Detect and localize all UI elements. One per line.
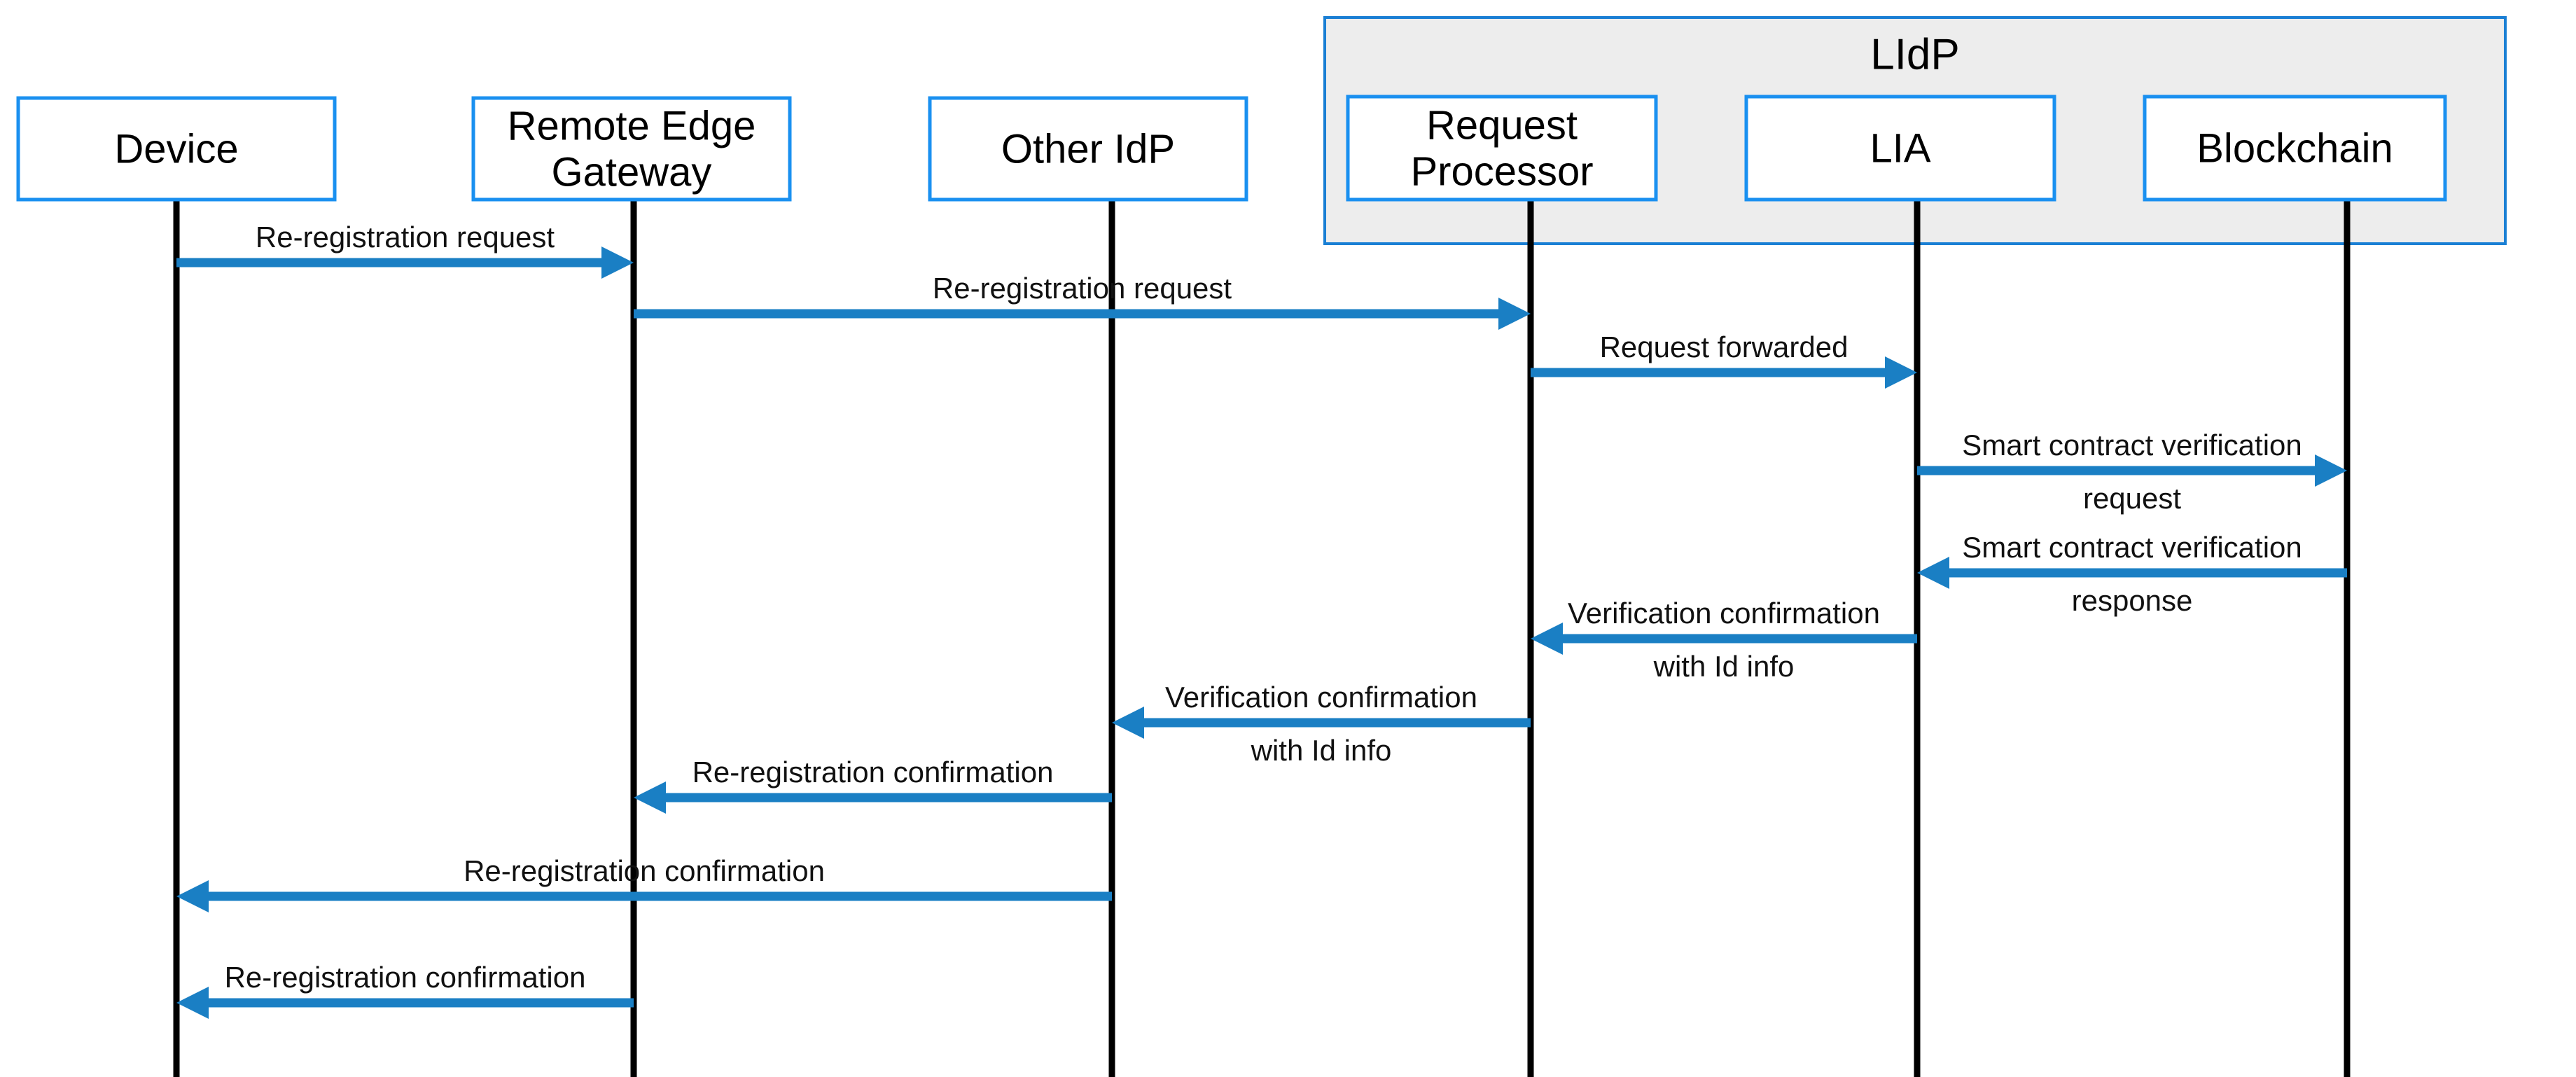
actor-box-otheridp xyxy=(928,96,1248,202)
message-label: Request forwarded xyxy=(1600,331,1849,363)
message-label: Re-registration request xyxy=(933,272,1232,305)
message-label: Verification confirmation xyxy=(1568,597,1880,630)
message-label: Smart contract verification xyxy=(1962,531,2302,564)
actor-box-device xyxy=(16,96,337,202)
message-2[interactable]: Re-registration request xyxy=(634,272,1531,330)
message-label: Re-registration confirmation xyxy=(464,854,825,887)
message-arrow-head xyxy=(1917,557,1949,589)
actor-label-otheridp: Other IdP xyxy=(1001,127,1175,172)
message-arrow-head xyxy=(601,246,634,279)
message-label: Verification confirmation xyxy=(1165,681,1477,714)
message-1[interactable]: Re-registration request xyxy=(176,221,634,279)
message-label: with Id info xyxy=(1251,734,1392,767)
message-4[interactable]: Smart contract verification request xyxy=(1917,429,2347,515)
actor-label-chain: Blockchain xyxy=(2196,126,2393,172)
message-label: Smart contract verification xyxy=(1962,429,2302,461)
actor-box-gateway xyxy=(471,96,792,202)
message-label: Re-registration request xyxy=(256,221,555,253)
message-label: with Id info xyxy=(1653,650,1795,683)
actor-lia[interactable]: LIA xyxy=(1744,95,2056,202)
actor-label-gateway: Gateway xyxy=(552,150,712,195)
actor-box-chain xyxy=(2143,95,2447,202)
actor-chain[interactable]: Blockchain xyxy=(2143,95,2447,202)
actor-label-reqproc: Request xyxy=(1426,103,1578,148)
actor-label-reqproc: Processor xyxy=(1410,149,1593,195)
lidp-group-title: LIdP xyxy=(1870,30,1960,78)
actor-box-reqproc xyxy=(1346,95,1658,202)
message-arrow-head xyxy=(1885,356,1917,389)
message-arrow-head xyxy=(1531,623,1563,655)
actor-label-gateway: Remote Edge xyxy=(508,104,756,149)
message-arrow-head xyxy=(1498,298,1531,330)
message-label: Re-registration confirmation xyxy=(225,961,586,994)
actor-device[interactable]: Device xyxy=(16,96,337,202)
message-6[interactable]: Verification confirmation with Id info xyxy=(1531,597,1917,683)
actor-otheridp[interactable]: Other IdP xyxy=(928,96,1248,202)
message-arrow-head xyxy=(2315,454,2347,487)
message-label: Re-registration confirmation xyxy=(692,756,1054,788)
message-7[interactable]: Verification confirmation with Id info xyxy=(1112,681,1531,767)
message-5[interactable]: Smart contract verification response xyxy=(1917,531,2347,617)
message-label: response xyxy=(2072,584,2193,617)
message-label: request xyxy=(2083,482,2181,515)
message-arrow-head xyxy=(176,880,209,912)
message-9[interactable]: Re-registration confirmation xyxy=(176,854,1112,912)
message-8[interactable]: Re-registration confirmation xyxy=(634,756,1112,814)
message-arrow-head xyxy=(1112,707,1144,739)
message-10[interactable]: Re-registration confirmation xyxy=(176,961,634,1019)
actor-label-lia: LIA xyxy=(1870,126,1930,172)
message-arrow-head xyxy=(176,987,209,1019)
actor-box-lia xyxy=(1744,95,2056,202)
actor-label-device: Device xyxy=(114,127,238,172)
message-arrow-head xyxy=(634,781,666,814)
lifelines-layer xyxy=(173,200,2351,1077)
message-3[interactable]: Request forwarded xyxy=(1531,331,1917,389)
